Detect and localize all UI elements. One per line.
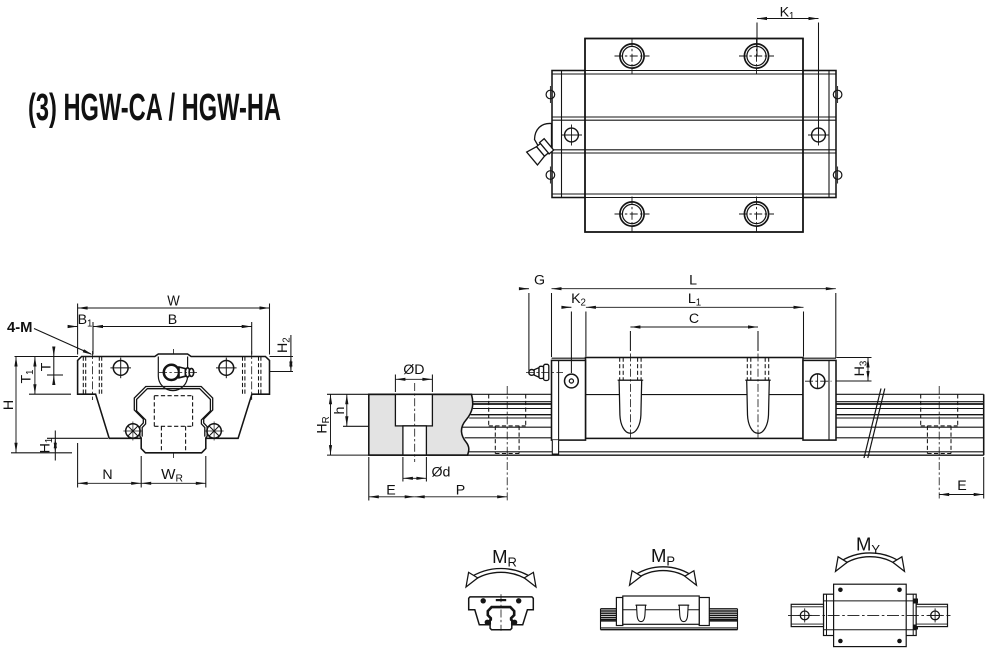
svg-text:L: L [689,273,697,289]
svg-text:(3) HGW-CA / HGW-HA: (3) HGW-CA / HGW-HA [28,87,281,129]
svg-text:H: H [1,400,17,410]
svg-text:P: P [456,482,465,498]
svg-text:E: E [957,478,966,494]
svg-text:h: h [332,407,348,415]
svg-text:ØD: ØD [403,362,424,378]
svg-text:N: N [102,467,112,483]
svg-text:G: G [534,273,545,289]
svg-text:T: T [39,362,55,371]
svg-text:C: C [689,311,699,327]
svg-text:B: B [168,312,177,328]
svg-text:Ød: Ød [432,465,451,481]
svg-text:W: W [167,293,180,310]
svg-text:4-M: 4-M [7,320,32,336]
svg-text:E: E [386,482,395,498]
